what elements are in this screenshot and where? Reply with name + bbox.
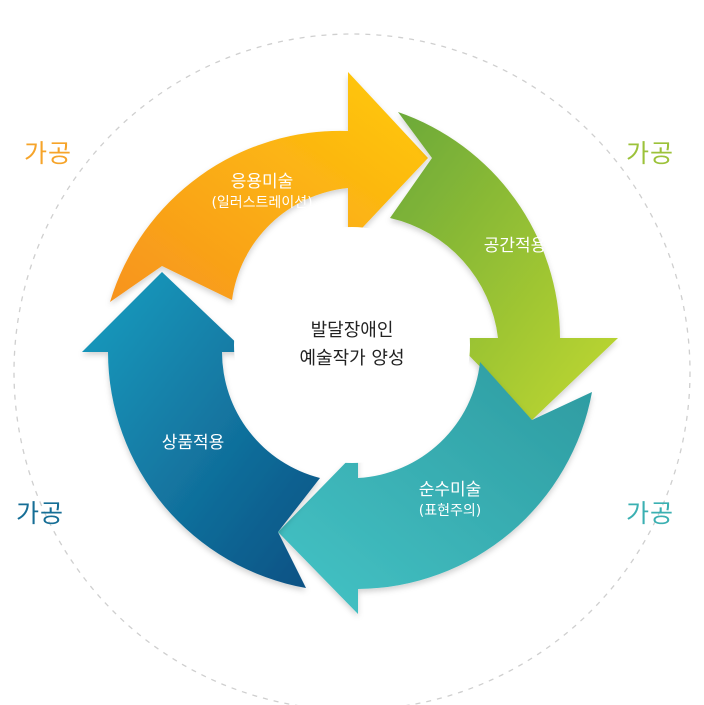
corner-label-top-right: 가공	[626, 139, 675, 168]
center-line-2: 예술작가 양성	[299, 348, 405, 369]
dashed-ring	[13, 33, 691, 705]
fine-art-subtitle: (표현주의)	[418, 503, 482, 519]
product-title: 상품적용	[161, 433, 225, 453]
label-fine-art: 순수미술 (표현주의)	[419, 479, 482, 521]
label-product: 상품적용	[162, 432, 225, 454]
label-applied-art: 응용미술 (일러스트레이션)	[211, 171, 312, 213]
applied-art-subtitle: (일러스트레이션)	[211, 195, 313, 211]
corner-label-top-left: 가공	[24, 139, 73, 168]
label-space: 공간적용	[484, 235, 547, 257]
center-disc	[234, 227, 470, 463]
applied-art-title: 응용미술	[230, 172, 294, 192]
fine-art-title: 순수미술	[418, 480, 482, 500]
corner-label-bottom-left: 가공	[16, 499, 65, 528]
corner-label-bottom-right: 가공	[626, 499, 675, 528]
arrow-applied-art	[110, 72, 428, 302]
space-title: 공간적용	[483, 236, 547, 256]
arrow-product	[82, 272, 320, 588]
center-line-1: 발달장애인	[310, 320, 394, 341]
arrow-fine-art	[278, 362, 592, 614]
arrow-space	[390, 112, 618, 420]
center-title: 발달장애인 예술작가 양성	[299, 317, 404, 373]
